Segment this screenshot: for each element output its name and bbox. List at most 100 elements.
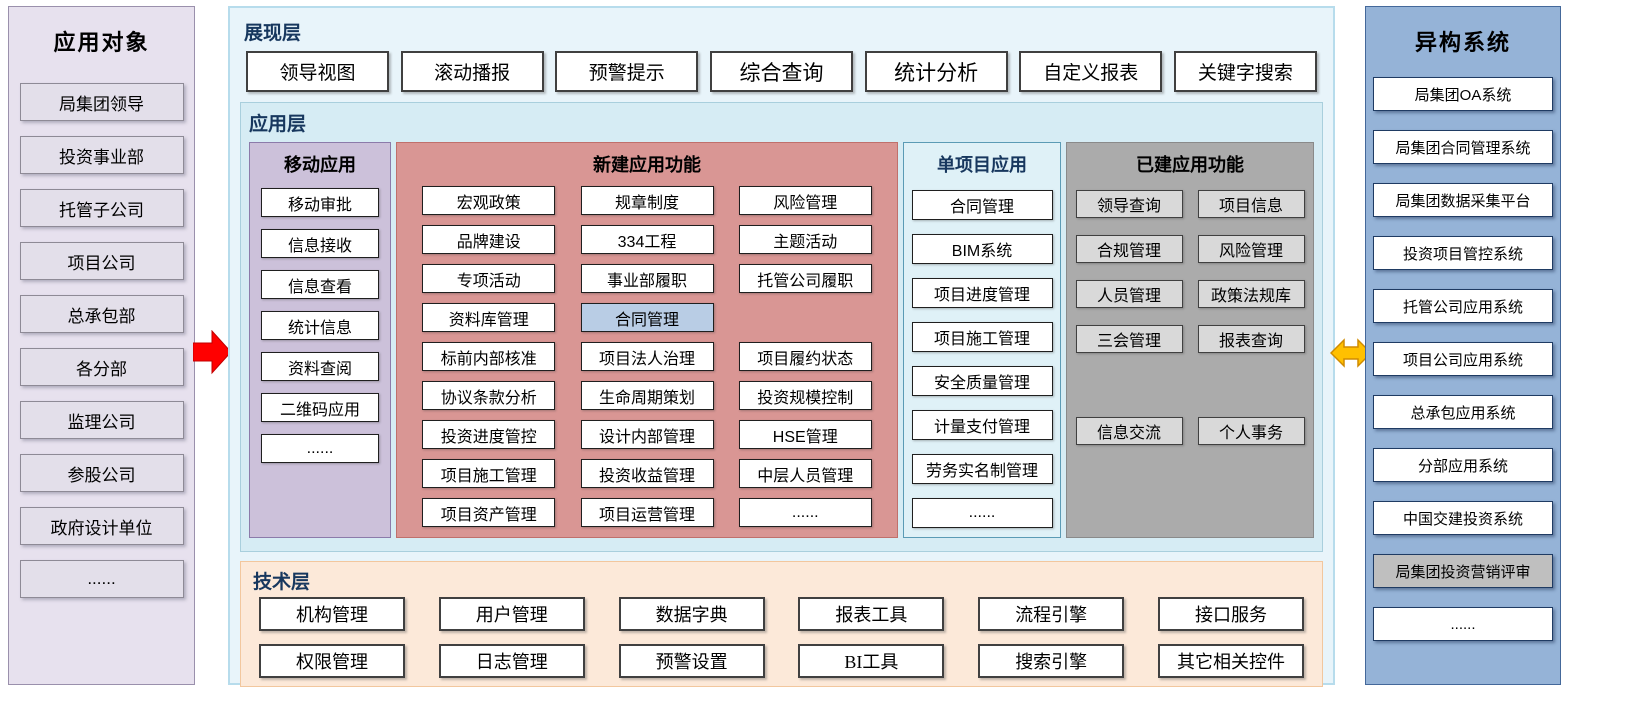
tech-component-item: 其它相关控件 (1157, 644, 1304, 678)
new-functions-panel: 新建应用功能 宏观政策 品牌建设 专项活动 资料库管理 标前内部核准 协议条款分… (396, 142, 898, 538)
single-project-item: 安全质量管理 (911, 366, 1053, 396)
hetero-system-item: 总承包应用系统 (1373, 395, 1553, 429)
technology-layer: 技术层 机构管理 用户管理 数据字典 报表工具 流程引擎 接口服务 权限管理 日… (240, 561, 1323, 687)
new-function-item: 334工程 (580, 225, 714, 254)
existing-function-item: 风险管理 (1197, 235, 1305, 263)
app-object-item: 总承包部 (19, 295, 184, 333)
existing-function-item: 政策法规库 (1197, 280, 1305, 308)
presentation-button: 滚动播报 (400, 51, 544, 92)
presentation-button: 综合查询 (709, 51, 853, 92)
panel-title-existing-functions: 已建应用功能 (1136, 155, 1244, 175)
mobile-app-item: 资料查阅 (261, 352, 379, 381)
tech-component-item: 用户管理 (438, 597, 585, 631)
new-function-item: 中层人员管理 (738, 459, 872, 488)
mobile-app-item: 信息接收 (261, 229, 379, 258)
mobile-app-list: 移动审批 信息接收 信息查看 统计信息 资料查阅 二维码应用 ...... (261, 188, 379, 463)
app-object-item: 参股公司 (19, 454, 184, 492)
tech-component-item: 机构管理 (259, 597, 405, 631)
single-project-item: 计量支付管理 (911, 410, 1053, 440)
layer-title-technology: 技术层 (253, 572, 311, 593)
new-function-item: 品牌建设 (422, 225, 556, 254)
tech-component-item: 报表工具 (798, 597, 945, 631)
new-function-item: ...... (738, 498, 872, 527)
new-function-item: 项目履约状态 (738, 342, 872, 371)
new-function-item: 主题活动 (738, 225, 872, 254)
new-functions-col-3: 风险管理 主题活动 托管公司履职 项目履约状态 投资规模控制 HSE管理 中层人… (738, 186, 872, 527)
existing-function-item: 三会管理 (1075, 325, 1183, 353)
single-project-list: 合同管理 BIM系统 项目进度管理 项目施工管理 安全质量管理 计量支付管理 劳… (911, 190, 1053, 528)
presentation-layer: 领导视图 滚动播报 预警提示 综合查询 统计分析 自定义报表 关键字搜索 (230, 45, 1333, 92)
application-panels: 移动应用 移动审批 信息接收 信息查看 统计信息 资料查阅 二维码应用 ....… (249, 142, 1314, 538)
existing-function-item: 信息交流 (1075, 417, 1183, 445)
tech-component-item: BI工具 (798, 644, 945, 678)
existing-function-item: 领导查询 (1075, 190, 1183, 218)
app-object-item: 投资事业部 (19, 136, 184, 174)
tech-component-item: 预警设置 (618, 644, 765, 678)
hetero-system-item: 局集团投资营销评审 (1373, 554, 1553, 588)
new-function-item: 专项活动 (422, 264, 556, 293)
technology-rows: 机构管理 用户管理 数据字典 报表工具 流程引擎 接口服务 权限管理 日志管理 … (253, 597, 1310, 678)
new-function-item: 协议条款分析 (422, 381, 556, 410)
hetero-systems-list: 局集团OA系统 局集团合同管理系统 局集团数据采集平台 投资项目管控系统 托管公… (1373, 77, 1553, 641)
layer-title-application: 应用层 (249, 114, 307, 135)
technology-row-2: 权限管理 日志管理 预警设置 BI工具 搜索引擎 其它相关控件 (253, 644, 1310, 678)
existing-functions-grid-bottom: 信息交流 个人事务 (1075, 417, 1305, 445)
new-function-item: 风险管理 (738, 186, 872, 215)
hetero-system-item: 局集团数据采集平台 (1373, 183, 1553, 217)
tech-component-item: 数据字典 (618, 597, 765, 631)
mobile-app-item: ...... (261, 434, 379, 463)
panel-title-app-objects: 应用对象 (53, 30, 150, 55)
hetero-systems-panel: 异构系统 局集团OA系统 局集团合同管理系统 局集团数据采集平台 投资项目管控系… (1365, 6, 1561, 685)
hetero-system-item: 分部应用系统 (1373, 448, 1553, 482)
platform-container: 展现层 领导视图 滚动播报 预警提示 综合查询 统计分析 自定义报表 关键字搜索… (228, 6, 1335, 687)
new-functions-grid: 宏观政策 品牌建设 专项活动 资料库管理 标前内部核准 协议条款分析 投资进度管… (397, 186, 897, 527)
mobile-app-item: 二维码应用 (261, 393, 379, 422)
new-function-item: 投资进度管控 (422, 420, 556, 449)
hetero-system-item: 项目公司应用系统 (1373, 342, 1553, 376)
presentation-button: 统计分析 (864, 51, 1008, 92)
tech-component-item: 接口服务 (1157, 597, 1304, 631)
new-function-item: 项目运营管理 (580, 498, 714, 527)
presentation-button: 关键字搜索 (1173, 51, 1317, 92)
existing-functions-panel: 已建应用功能 领导查询 项目信息 合规管理 风险管理 人员管理 政策法规库 三会… (1066, 142, 1314, 538)
app-objects-panel: 应用对象 局集团领导 投资事业部 托管子公司 项目公司 总承包部 各分部 监理公… (8, 6, 195, 685)
tech-component-item: 搜索引擎 (978, 644, 1125, 678)
app-object-item: 监理公司 (19, 401, 184, 439)
single-project-panel: 单项目应用 合同管理 BIM系统 项目进度管理 项目施工管理 安全质量管理 计量… (903, 142, 1061, 538)
red-arrow-icon (192, 329, 232, 380)
app-object-item: 托管子公司 (19, 189, 184, 227)
app-object-item: 局集团领导 (19, 83, 184, 121)
mobile-app-item: 移动审批 (261, 188, 379, 217)
new-function-item: 标前内部核准 (422, 342, 556, 371)
new-function-item: HSE管理 (738, 420, 872, 449)
hetero-system-item: 中国交建投资系统 (1373, 501, 1553, 535)
existing-function-item: 个人事务 (1197, 417, 1305, 445)
mobile-app-item: 统计信息 (261, 311, 379, 340)
new-function-item: 设计内部管理 (580, 420, 714, 449)
new-function-item: 项目法人治理 (580, 342, 714, 371)
hetero-system-item: 托管公司应用系统 (1373, 289, 1553, 323)
presentation-button: 自定义报表 (1019, 51, 1163, 92)
app-object-item: ...... (19, 560, 184, 598)
new-functions-col-2: 规章制度 334工程 事业部履职 合同管理 项目法人治理 生命周期策划 设计内部… (580, 186, 714, 527)
presentation-button: 预警提示 (555, 51, 699, 92)
hetero-system-item: 投资项目管控系统 (1373, 236, 1553, 270)
mobile-app-panel: 移动应用 移动审批 信息接收 信息查看 统计信息 资料查阅 二维码应用 ....… (249, 142, 391, 538)
single-project-item: 项目进度管理 (911, 278, 1053, 308)
new-function-item: 投资规模控制 (738, 381, 872, 410)
layer-title-presentation: 展现层 (244, 23, 302, 44)
app-object-item: 政府设计单位 (19, 507, 184, 545)
panel-title-hetero-systems: 异构系统 (1414, 30, 1511, 55)
technology-row-1: 机构管理 用户管理 数据字典 报表工具 流程引擎 接口服务 (253, 597, 1310, 631)
panel-title-mobile: 移动应用 (284, 155, 356, 175)
existing-functions-grid: 领导查询 项目信息 合规管理 风险管理 人员管理 政策法规库 三会管理 报表查询 (1075, 190, 1305, 353)
tech-component-item: 权限管理 (259, 644, 405, 678)
app-objects-list: 局集团领导 投资事业部 托管子公司 项目公司 总承包部 各分部 监理公司 参股公… (9, 83, 194, 598)
new-function-item: 规章制度 (580, 186, 714, 215)
existing-function-item: 合规管理 (1075, 235, 1183, 263)
presentation-button: 领导视图 (246, 51, 389, 92)
single-project-item: ...... (911, 498, 1053, 528)
new-function-item: 合同管理 (580, 303, 714, 332)
existing-function-item: 人员管理 (1075, 280, 1183, 308)
new-function-item: 资料库管理 (422, 303, 556, 332)
